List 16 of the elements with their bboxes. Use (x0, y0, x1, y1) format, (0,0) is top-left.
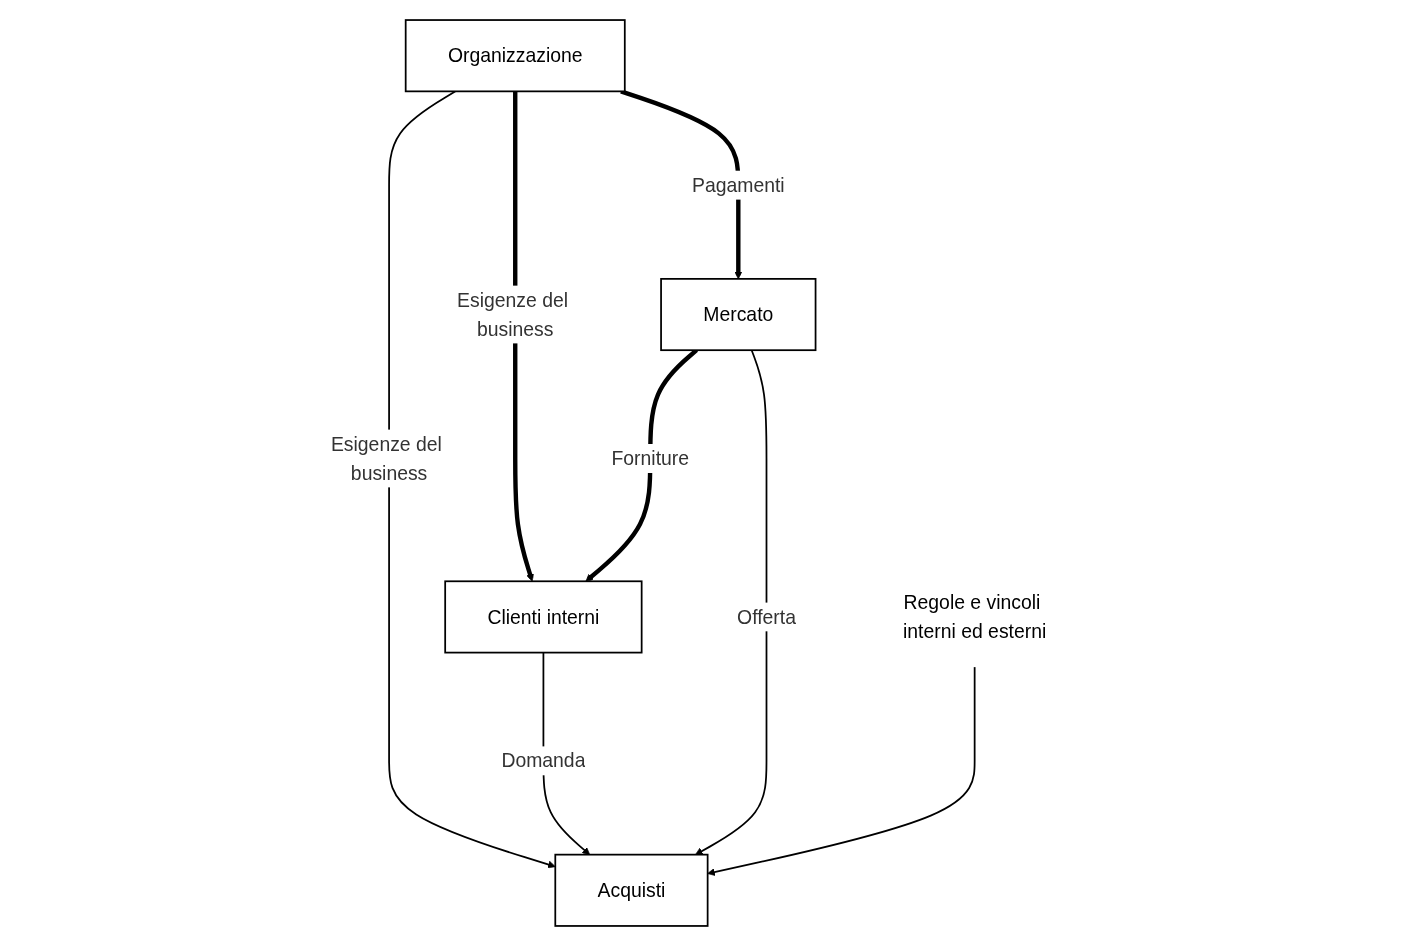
edge-label: Domanda (501, 749, 586, 772)
edge-label: Forniture (611, 447, 690, 470)
arrow (695, 349, 768, 855)
node-box: Organizzazione (404, 19, 626, 93)
arrow (620, 89, 743, 280)
edge-label: Esigenze del business (457, 289, 568, 341)
arrow (707, 666, 976, 876)
edge-label: Offerta (737, 605, 796, 628)
node-box: Acquisti (554, 853, 709, 927)
arrow (388, 90, 556, 869)
node-box: Mercato (660, 278, 817, 352)
arrow (513, 91, 534, 582)
node-text: Regole e vincoli interni ed esterni (903, 591, 1047, 643)
edge-label: Pagamenti (692, 174, 785, 197)
edge-label: Esigenze del business (330, 432, 442, 484)
node-box: Clienti interni (444, 580, 643, 654)
